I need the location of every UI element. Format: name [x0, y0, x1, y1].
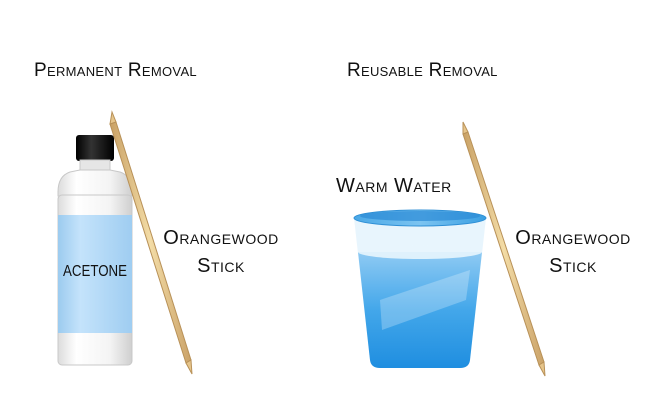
bottle-label-text: ACETONE: [63, 263, 127, 280]
left-heading: Permanent Removal: [34, 60, 197, 81]
right-stick-label-line1: Orangewood: [515, 227, 631, 249]
bottle-neck: [79, 159, 111, 171]
glass-of-water: [353, 209, 487, 368]
left-stick-label-line1: Orangewood: [163, 227, 279, 249]
bottle-cap: [76, 135, 114, 161]
left-stick-label: Orangewood Stick: [158, 224, 284, 280]
acetone-bottle: ACETONE: [57, 135, 133, 366]
right-heading: Reusable Removal: [347, 60, 498, 81]
orangewood-stick-right: [462, 121, 546, 377]
orangewood-stick-left: [109, 110, 193, 375]
bottle-label-panel: [58, 215, 132, 333]
bottle-shoulder: [57, 169, 133, 197]
right-stick-label-line2: Stick: [549, 255, 597, 277]
left-stick-label-line2: Stick: [197, 255, 245, 277]
right-stick-label: Orangewood Stick: [510, 224, 636, 280]
glass-label: Warm Water: [336, 175, 452, 197]
